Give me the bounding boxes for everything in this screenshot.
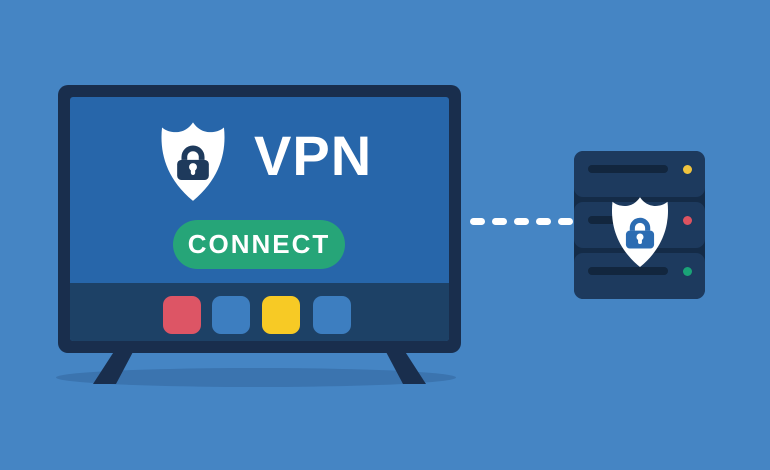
tv-shadow [56,368,456,387]
server-unit-top [574,151,705,197]
keyhole [636,233,644,241]
shield-lock-icon [611,197,669,268]
tv-leg-right [385,350,426,384]
dash [470,218,485,225]
color-button-yellow[interactable] [262,296,300,334]
color-button-red[interactable] [163,296,201,334]
server-led-green [683,267,692,276]
server-rack [574,151,705,299]
connect-button[interactable]: CONNECT [173,220,345,269]
vpn-title: VPN [254,124,373,187]
tv-leg-left [93,350,134,384]
tv-screen: VPN CONNECT [70,97,449,341]
keyhole [189,163,197,171]
dash [536,218,551,225]
tv: VPN CONNECT [58,85,461,353]
server-led-red [683,216,692,225]
color-button-blue-1[interactable] [212,296,250,334]
tv-bottom-bar [70,283,449,341]
server-slot [588,165,668,173]
dash [492,218,507,225]
dash [558,218,573,225]
lock-shackle [181,145,205,160]
shield-lock-icon [161,122,225,201]
color-button-blue-2[interactable] [313,296,351,334]
server-slot [588,267,668,275]
connection-dashed-line [470,218,573,225]
server-led-yellow [683,165,692,174]
dash [514,218,529,225]
lock-shackle [629,217,651,231]
